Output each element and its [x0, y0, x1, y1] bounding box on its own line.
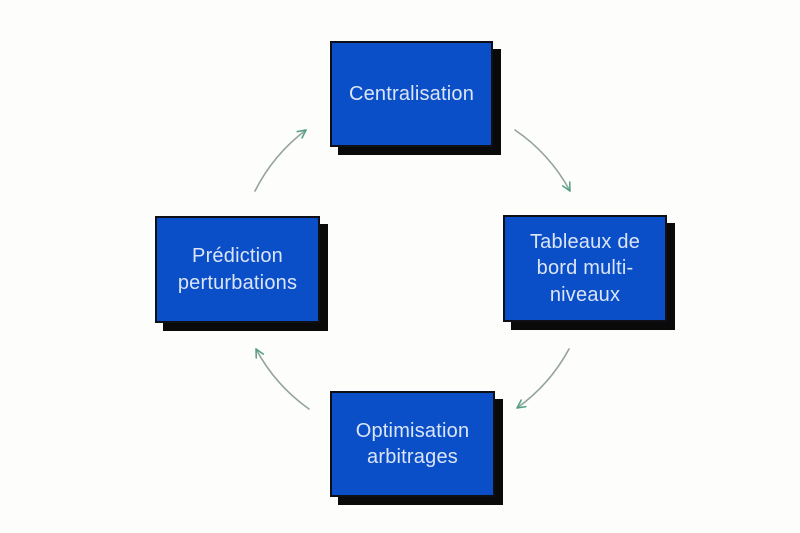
node-tableaux-de-bord: Tableaux de bord multi-niveaux [503, 215, 667, 322]
node-label: Prédiction perturbations [177, 245, 298, 294]
node-label: Optimisation arbitrages [355, 419, 470, 468]
arrow-prediction-to-centralisation [254, 129, 307, 192]
node-prediction: Prédiction perturbations [155, 216, 320, 323]
arrow-tableaux-to-optimisation [516, 348, 570, 409]
node-label: Tableaux de bord multi-niveaux [529, 230, 641, 306]
node-optimisation: Optimisation arbitrages [330, 391, 495, 497]
arrow-optimisation-to-prediction [255, 348, 310, 410]
node-label: Centralisation [348, 82, 475, 105]
arrow-centralisation-to-tableaux [514, 129, 571, 192]
node-centralisation: Centralisation [330, 41, 493, 147]
